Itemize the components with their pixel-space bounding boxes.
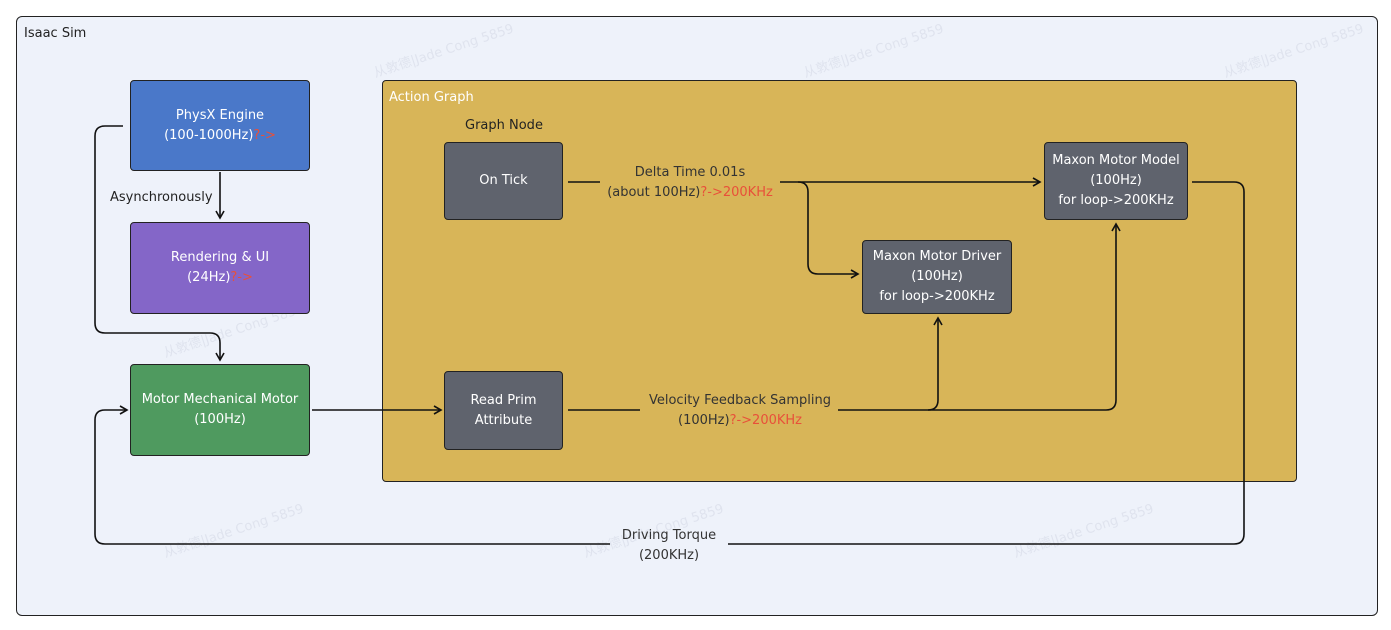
motor-title: Motor Mechanical Motor [141,392,299,407]
model-title: Maxon Motor Model [1052,153,1180,168]
read-prim-title: Read Prim [470,392,537,408]
edge-readprim-to-model [928,222,1121,411]
maxon-driver-node[interactable]: Maxon Motor Driver (100Hz) for loop->200… [862,240,1012,314]
isaac-sim-title: Isaac Sim [24,26,87,41]
model-loop: for loop->200KHz [1058,193,1174,208]
edge-physx-to-motor [94,125,225,362]
driver-rate: (100Hz) [911,269,963,284]
edge-label-async: Asynchronously [110,190,213,205]
on-tick-node[interactable]: On Tick [444,142,563,220]
rendering-suffix: ?-> [230,270,253,285]
on-tick-title: On Tick [479,173,528,188]
graph-node-label: Graph Node [465,118,543,133]
action-graph-title: Action Graph [389,90,474,105]
motor-mechanical-node[interactable]: Motor Mechanical Motor (100Hz) [130,364,310,456]
edge-model-to-motor [94,181,1245,545]
maxon-model-node[interactable]: Maxon Motor Model (100Hz) for loop->200K… [1044,142,1188,220]
physx-rate: (100-1000Hz) [164,127,254,143]
rendering-title: Rendering & UI [170,250,270,265]
motor-rate: (100Hz) [194,412,246,427]
edge-ontick-to-driver [797,181,860,279]
read-prim-subtitle: Attribute [474,412,533,428]
edge-label-torque: Driving Torque (200KHz) [621,528,717,563]
physx-engine-node[interactable]: PhysX Engine (100-1000Hz)?-> [130,80,310,171]
edge-label-delta-time: Delta Time 0.01s (about 100Hz)?->200KHz [607,165,773,200]
physx-suffix: ?-> [253,127,276,143]
rendering-ui-node[interactable]: Rendering & UI (24Hz)?-> [130,222,310,314]
model-rate: (100Hz) [1090,173,1142,188]
read-prim-node[interactable]: Read Prim Attribute [444,371,563,450]
driver-loop: for loop->200KHz [879,289,995,304]
physx-title: PhysX Engine [175,107,265,123]
rendering-rate: (24Hz) [187,270,231,285]
driver-title: Maxon Motor Driver [872,249,1002,264]
edge-label-velocity: Velocity Feedback Sampling (100Hz)?->200… [648,393,832,428]
